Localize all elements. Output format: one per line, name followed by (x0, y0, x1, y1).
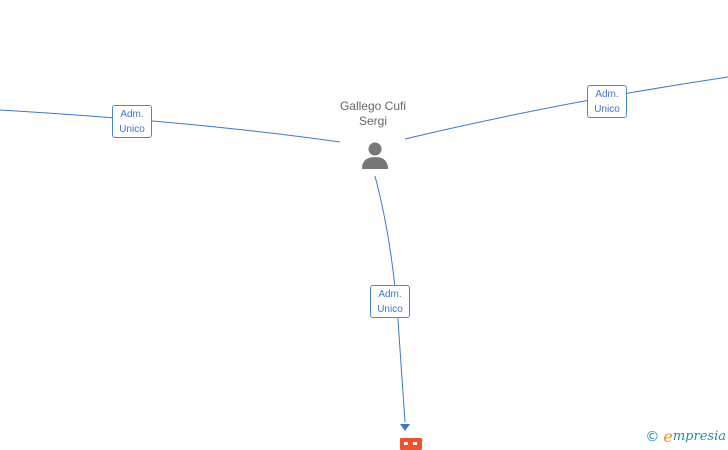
edge-line-left (0, 109, 341, 143)
building-icon[interactable] (400, 438, 422, 450)
brand-e-letter: e (663, 427, 673, 446)
copyright-icon: © (645, 428, 660, 445)
edge-line-right (404, 76, 728, 140)
person-name-line2: Sergi (358, 114, 387, 128)
edge-label-role: Adm. (378, 289, 402, 300)
person-name[interactable]: Gallego Cufi Sergi (318, 99, 428, 129)
person-name-line1: Gallego Cufi (339, 99, 407, 113)
person-icon[interactable] (360, 140, 390, 170)
edge-label-left[interactable]: Adm. Unico (112, 105, 152, 138)
edge-label-role-detail: Unico (594, 104, 620, 115)
brand-logo: © e mpresia (645, 427, 726, 446)
edge-label-role: Adm. (120, 109, 144, 120)
edge-label-down[interactable]: Adm. Unico (370, 285, 410, 318)
arrow-head-icon (400, 424, 410, 431)
edge-label-right[interactable]: Adm. Unico (587, 85, 627, 118)
edge-label-role-detail: Unico (119, 124, 145, 135)
edge-label-role-detail: Unico (377, 304, 403, 315)
brand-name: mpresia (672, 429, 726, 444)
edge-label-role: Adm. (595, 89, 619, 100)
